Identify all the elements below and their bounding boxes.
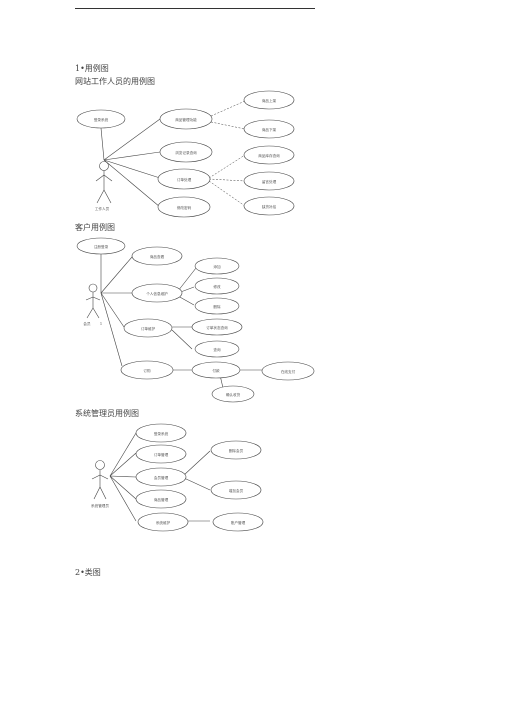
use-case-ellipse — [131, 283, 183, 303]
use-case-label: 订购 — [143, 368, 151, 373]
use-case-ellipse — [135, 423, 187, 443]
use-case-label: 增加会员 — [229, 488, 244, 493]
section-1-heading: 1•用例图 — [75, 64, 109, 73]
use-case-ellipse — [131, 246, 183, 266]
use-case-ellipse — [194, 257, 240, 275]
use-case-ellipse — [157, 196, 211, 218]
use-case-ellipse — [261, 361, 315, 381]
use-case-ellipse — [135, 489, 187, 509]
actor-label: 系统管理员 — [91, 503, 109, 508]
use-case-label: 在线支付 — [281, 369, 296, 374]
use-case-label: 添加 — [213, 264, 221, 269]
admin-diagram-title: 系统管理员用例图 — [75, 409, 139, 418]
actor-note: 1 — [100, 322, 102, 326]
actor-head-icon — [88, 283, 98, 293]
use-case-ellipse — [210, 440, 262, 460]
actor-label: 工作人员 — [95, 206, 110, 211]
use-case-label: 修改 — [213, 284, 221, 289]
customer-diagram-title: 客户用例图 — [75, 223, 115, 232]
use-case-label: 商品管理 — [154, 497, 169, 502]
use-case-label: 留言处理 — [262, 179, 277, 184]
section-2-heading: 2•类图 — [75, 568, 101, 577]
use-case-ellipse — [76, 109, 126, 129]
top-rule — [75, 8, 315, 9]
use-case-ellipse — [243, 196, 295, 216]
use-case-ellipse — [211, 385, 255, 403]
use-case-ellipse — [194, 340, 240, 358]
use-case-label: 商品库存查询 — [258, 153, 280, 158]
use-case-label: 浏览记录查询 — [175, 150, 197, 155]
use-case-label: 个人信息维护 — [146, 291, 168, 296]
staff-use-case-diagram: 登录系统 商品管理功能 商品上架 商品下架 浏览记录查询 商品库存查询 订单处理… — [76, 90, 295, 218]
use-case-label: 确认收货 — [226, 392, 241, 397]
actor-head-icon — [99, 161, 109, 171]
use-case-ellipse — [243, 145, 295, 165]
use-case-label: 商品查看 — [150, 254, 165, 259]
use-case-label: 查询 — [213, 347, 221, 352]
use-case-label: 删除 — [213, 304, 221, 309]
use-case-label: 登录系统 — [154, 431, 169, 436]
actor-label: 会员 — [83, 321, 91, 326]
use-case-ellipse — [135, 467, 187, 487]
staff-diagram-title: 网站工作人员的用例图 — [75, 77, 155, 86]
use-case-ellipse — [120, 360, 174, 380]
use-case-label: 订单管理 — [154, 452, 169, 457]
use-case-label: 商品下架 — [262, 127, 277, 132]
use-case-ellipse — [157, 168, 211, 190]
use-case-ellipse — [191, 361, 241, 379]
use-case-ellipse — [243, 90, 295, 110]
use-case-ellipse — [135, 444, 187, 464]
admin-use-case-diagram: 登录系统 订单管理 会员管理 删除会员 增加会员 商品管理 系统维护 账户管理 … — [91, 423, 264, 532]
use-case-ellipse — [159, 108, 213, 130]
actor-head-icon — [95, 460, 105, 470]
use-case-label: 账户管理 — [231, 520, 246, 525]
use-case-ellipse — [243, 171, 295, 191]
use-case-ellipse — [137, 512, 189, 532]
use-case-label: 注册登录 — [94, 244, 109, 249]
use-case-ellipse — [123, 318, 173, 338]
use-case-label: 登录系统 — [94, 117, 109, 122]
use-case-label: 系统维护 — [156, 520, 171, 525]
use-case-label: 付款 — [212, 368, 220, 373]
use-case-ellipse — [212, 512, 264, 532]
use-case-label: 删除会员 — [229, 448, 244, 453]
use-case-ellipse — [194, 277, 240, 295]
use-case-label: 订单状态查询 — [206, 325, 228, 330]
use-case-ellipse — [191, 318, 243, 336]
use-case-label: 商品管理功能 — [175, 117, 197, 122]
use-case-label: 订单维护 — [141, 326, 156, 331]
customer-use-case-diagram: 注册登录 商品查看 个人信息维护 添加 修改 删除 订单维护 订单状态查询 查询… — [76, 237, 315, 403]
use-case-label: 会员管理 — [154, 475, 169, 480]
use-case-ellipse — [194, 297, 240, 315]
use-case-label: 订单处理 — [177, 177, 192, 182]
use-case-label: 缺货补给 — [262, 204, 277, 209]
use-case-ellipse — [243, 119, 295, 139]
use-case-ellipse — [159, 141, 213, 163]
use-case-ellipse — [76, 237, 126, 255]
use-case-ellipse — [210, 480, 262, 500]
use-case-label: 修改密码 — [177, 205, 192, 210]
use-case-label: 商品上架 — [262, 98, 277, 103]
